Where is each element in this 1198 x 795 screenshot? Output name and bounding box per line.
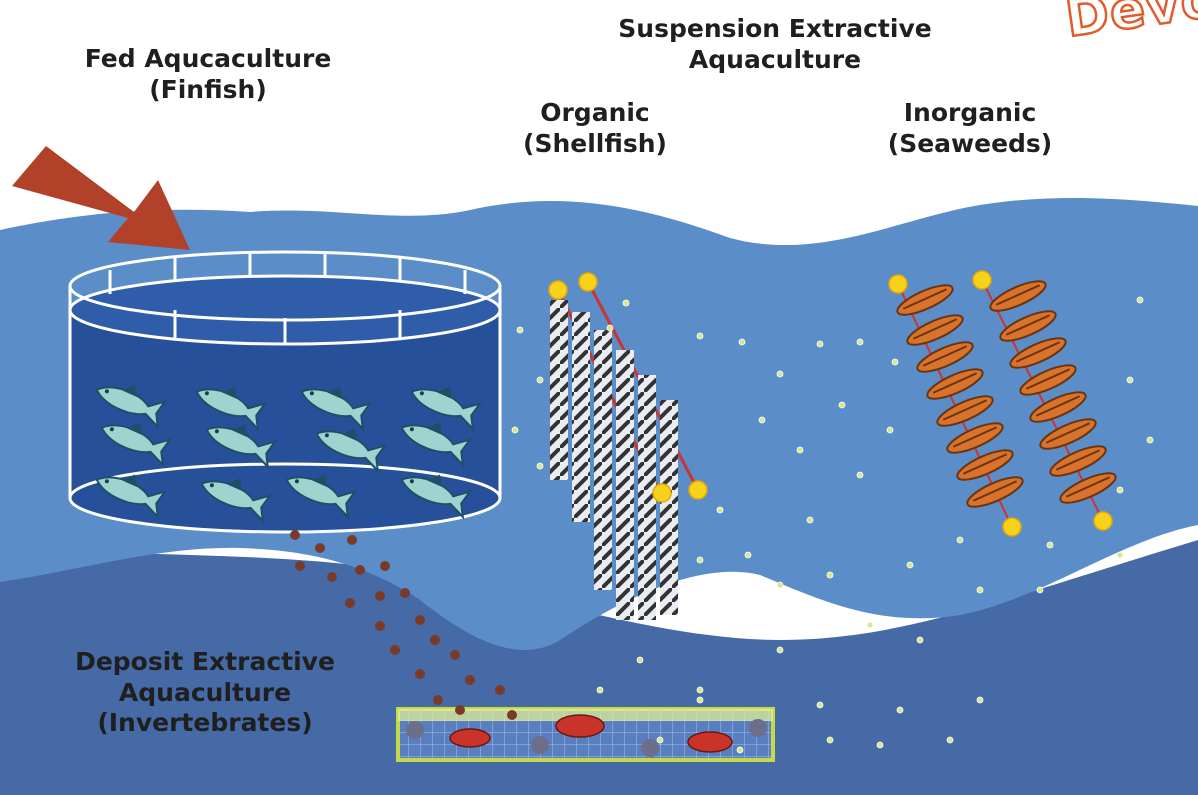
fed-line1: Fed Aqucaculture: [84, 44, 332, 73]
seaweed-lines: [888, 270, 1121, 537]
nutrient-dots: [511, 296, 1154, 754]
suspension-line1: Suspension Extractive: [618, 14, 932, 43]
organic-label: Organic (Shellfish): [470, 98, 720, 159]
water-lower: [0, 540, 1198, 795]
suspension-label: Suspension Extractive Aquaculture: [565, 14, 985, 75]
deposit-line2: Aquaculture: [118, 677, 292, 707]
deposit-label: Deposit Extractive Aquaculture (Inverteb…: [25, 647, 385, 739]
organic-line1: Organic: [540, 98, 650, 127]
inorganic-label: Inorganic (Seaweeds): [845, 98, 1095, 159]
inorganic-line1: Inorganic: [903, 98, 1037, 127]
shellfish-lines: [548, 272, 708, 620]
feed-arrow: [12, 146, 190, 250]
fed-line2: (Finfish): [149, 74, 267, 104]
fed-aquaculture-label: Fed Aqucaculture (Finfish): [58, 44, 358, 105]
organic-line2: (Shellfish): [523, 128, 667, 158]
suspension-line2: Aquaculture: [688, 44, 862, 74]
inorganic-line2: (Seaweeds): [887, 128, 1053, 158]
feed-pellets: [290, 530, 517, 720]
deposit-line3: (Invertebrates): [97, 708, 313, 737]
deposit-line1: Deposit Extractive: [75, 647, 335, 676]
invertebrates: [449, 714, 733, 753]
